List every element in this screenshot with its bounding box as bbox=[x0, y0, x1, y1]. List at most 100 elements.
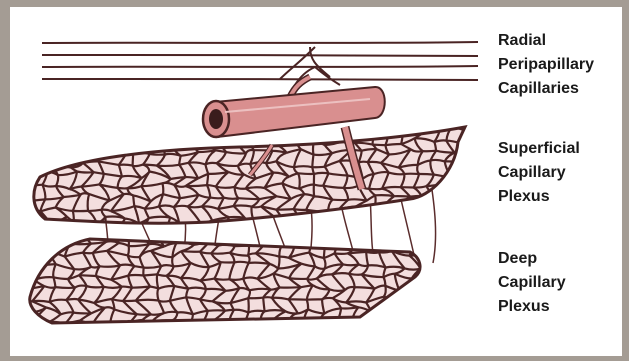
capillary-segment bbox=[189, 325, 193, 332]
capillary-segment bbox=[429, 273, 438, 274]
capillary-segment bbox=[29, 265, 41, 268]
capillary-segment bbox=[312, 229, 329, 232]
capillary-segment bbox=[460, 163, 473, 165]
capillary-segment bbox=[412, 116, 430, 117]
capillary-segment bbox=[116, 116, 130, 117]
capillary-segment bbox=[41, 222, 50, 233]
capillary-segment bbox=[252, 207, 261, 208]
capillary-segment bbox=[387, 232, 395, 244]
capillary-segment bbox=[387, 219, 392, 232]
capillary-segment bbox=[486, 155, 496, 156]
capillary-segment bbox=[129, 323, 136, 330]
capillary-segment bbox=[74, 313, 92, 314]
capillary-segment bbox=[87, 332, 103, 335]
capillary-segment bbox=[211, 253, 230, 254]
capillary-segment bbox=[473, 156, 486, 164]
capillary-segment bbox=[243, 322, 261, 325]
capillary-segment bbox=[383, 206, 396, 209]
capillary-segment bbox=[317, 240, 332, 244]
capillary-segment bbox=[200, 231, 215, 233]
capillary-segment bbox=[293, 229, 306, 232]
capillary-segment bbox=[309, 331, 331, 332]
capillary-segment bbox=[67, 229, 85, 231]
capillary-segment bbox=[241, 330, 251, 332]
capillary-segment bbox=[90, 132, 110, 134]
capillary-segment bbox=[37, 138, 47, 157]
capillary-segment bbox=[385, 330, 399, 336]
capillary-segment bbox=[297, 229, 311, 234]
capillary-segment bbox=[454, 218, 465, 224]
capillary-segment bbox=[201, 324, 209, 333]
capillary-segment bbox=[221, 230, 229, 243]
label-superficial-line3: Plexus bbox=[498, 185, 580, 209]
capillary-segment bbox=[80, 128, 91, 133]
capillary-segment bbox=[133, 195, 134, 206]
capillary-segment bbox=[35, 241, 42, 254]
capillary-segment bbox=[69, 138, 85, 140]
capillary-segment bbox=[140, 127, 153, 132]
capillary-segment bbox=[104, 287, 122, 288]
capillary-segment bbox=[383, 209, 392, 219]
capillary-segment bbox=[22, 258, 30, 268]
capillary-segment bbox=[343, 231, 346, 247]
capillary-segment bbox=[476, 210, 494, 211]
capillary-segment bbox=[384, 319, 385, 330]
label-radial-line3: Capillaries bbox=[498, 77, 594, 101]
capillary-segment bbox=[335, 253, 348, 254]
capillary-segment bbox=[348, 229, 366, 234]
capillary-segment bbox=[103, 335, 116, 337]
capillary-segment bbox=[24, 229, 40, 233]
capillary-segment bbox=[221, 230, 239, 232]
capillary-segment bbox=[47, 128, 60, 130]
capillary-segment bbox=[115, 143, 129, 144]
capillary-segment bbox=[88, 210, 102, 211]
capillary-segment bbox=[426, 257, 432, 268]
capillary-segment bbox=[250, 141, 265, 145]
capillary-segment bbox=[22, 324, 32, 325]
capillary-segment bbox=[371, 240, 387, 242]
capillary-segment bbox=[475, 217, 487, 231]
capillary-segment bbox=[328, 230, 343, 231]
capillary-segment bbox=[493, 143, 496, 156]
capillary-segment bbox=[352, 319, 362, 322]
capillary-segment bbox=[147, 116, 154, 126]
capillary-segment bbox=[300, 240, 317, 246]
capillary-segment bbox=[152, 322, 162, 334]
label-radial-line1: Radial bbox=[498, 29, 594, 53]
capillary-segment bbox=[79, 275, 96, 276]
capillary-segment bbox=[460, 163, 467, 176]
capillary-segment bbox=[479, 118, 480, 130]
capillary-segment bbox=[171, 130, 180, 145]
capillary-segment bbox=[368, 162, 381, 163]
capillary-segment bbox=[476, 201, 486, 211]
capillary-segment bbox=[126, 223, 139, 233]
radial-line bbox=[42, 79, 478, 80]
capillary-segment bbox=[320, 234, 335, 236]
capillary-segment bbox=[350, 217, 361, 219]
capillary-segment bbox=[426, 246, 433, 257]
capillary-segment bbox=[55, 287, 75, 288]
capillary-segment bbox=[228, 325, 241, 332]
capillary-segment bbox=[180, 130, 199, 133]
capillary-segment bbox=[248, 298, 263, 299]
capillary-segment bbox=[187, 233, 200, 242]
capillary-segment bbox=[126, 131, 139, 133]
capillary-segment bbox=[248, 229, 256, 241]
capillary-segment bbox=[174, 206, 188, 207]
capillary-segment bbox=[147, 140, 158, 142]
capillary-segment bbox=[290, 319, 300, 334]
capillary-segment bbox=[332, 244, 345, 246]
capillary-segment bbox=[354, 242, 371, 247]
capillary-segment bbox=[54, 332, 76, 334]
capillary-segment bbox=[145, 332, 162, 334]
capillary-segment bbox=[130, 116, 147, 117]
capillary-segment bbox=[229, 241, 240, 243]
capillary-segment bbox=[263, 298, 264, 312]
capillary-segment bbox=[288, 130, 299, 132]
capillary-segment bbox=[52, 150, 64, 166]
capillary-segment bbox=[137, 331, 145, 332]
radial-line bbox=[42, 66, 478, 67]
capillary-segment bbox=[299, 128, 321, 132]
capillary-segment bbox=[129, 145, 134, 152]
superficial-capillary-plexus bbox=[24, 116, 501, 247]
